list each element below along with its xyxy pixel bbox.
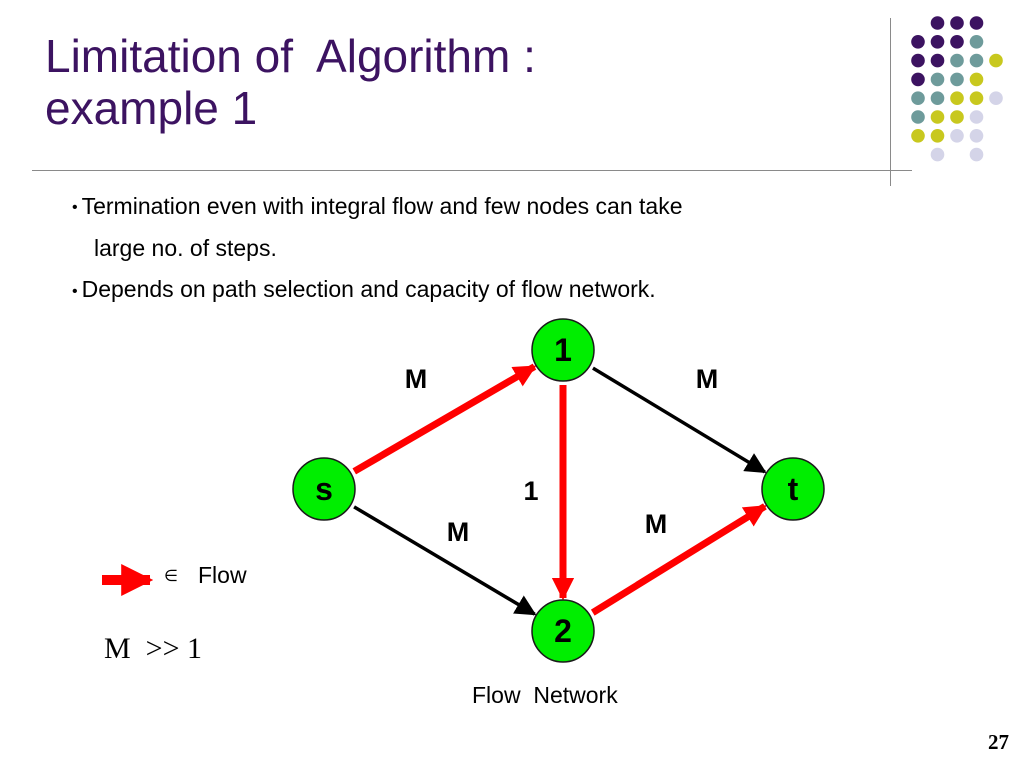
decorative-dot bbox=[989, 91, 1003, 105]
decorative-dot bbox=[950, 35, 964, 49]
decorative-dot-grid bbox=[911, 16, 1003, 162]
title-line-2: example 1 bbox=[45, 82, 258, 134]
decorative-dot bbox=[911, 53, 925, 68]
decorative-dot bbox=[989, 53, 1003, 68]
edge-capacity-label: M bbox=[696, 364, 719, 394]
diagram-caption: Flow Network bbox=[472, 682, 618, 708]
decorative-dot bbox=[950, 129, 964, 143]
decorative-dot bbox=[950, 91, 964, 105]
bullet-text: Termination even with integral flow and … bbox=[81, 193, 683, 219]
edge-s-n1-flow bbox=[352, 363, 537, 475]
node-s: s bbox=[292, 457, 356, 521]
node-t: t bbox=[761, 457, 825, 521]
edge-capacity-label: M bbox=[405, 364, 428, 394]
decorative-dot bbox=[911, 110, 925, 124]
bullet-text: Depends on path selection and capacity o… bbox=[81, 276, 656, 303]
decorative-dot bbox=[911, 35, 925, 49]
decorative-dot bbox=[969, 129, 984, 143]
relation-text: M >> 1 bbox=[104, 632, 203, 665]
decorative-dot bbox=[969, 110, 984, 124]
decorative-dot bbox=[969, 147, 984, 162]
decorative-dot bbox=[969, 16, 984, 30]
decorative-dot bbox=[911, 72, 925, 87]
legend-symbol: ∈ bbox=[164, 566, 178, 585]
edge-n2-t-flow bbox=[590, 503, 767, 616]
edge-s-n2 bbox=[353, 505, 537, 616]
bullet-marker: • bbox=[72, 282, 78, 300]
decorative-dot bbox=[969, 72, 984, 87]
decorative-dot bbox=[950, 16, 964, 30]
node-label: 1 bbox=[554, 332, 572, 368]
node-label: t bbox=[788, 471, 799, 507]
decorative-dot bbox=[930, 16, 945, 30]
title-line-1: Limitation of Algorithm : bbox=[45, 30, 536, 82]
decorative-dot bbox=[930, 72, 945, 87]
edge-n1-t bbox=[592, 366, 767, 474]
page-number: 27 bbox=[988, 730, 1009, 754]
decorative-dot bbox=[911, 91, 925, 105]
node-1: 1 bbox=[531, 318, 595, 382]
decorative-dot bbox=[930, 53, 945, 68]
decorative-dot bbox=[930, 147, 945, 162]
edge-capacity-label: 1 bbox=[523, 476, 538, 506]
edge-capacity-label: M bbox=[645, 509, 668, 539]
legend-label: Flow bbox=[198, 562, 247, 588]
slide-title: Limitation of Algorithm : example 1 bbox=[45, 30, 865, 134]
title-divider-vertical bbox=[890, 18, 891, 186]
title-divider-horizontal bbox=[32, 170, 912, 171]
decorative-dot bbox=[930, 110, 945, 124]
bullet-item: •Depends on path selection and capacity … bbox=[72, 269, 872, 311]
node-label: s bbox=[315, 471, 333, 507]
decorative-dot bbox=[911, 129, 925, 143]
node-2: 2 bbox=[531, 599, 595, 663]
bullet-marker: • bbox=[72, 199, 78, 217]
decorative-dot bbox=[930, 91, 945, 105]
decorative-dot bbox=[950, 72, 964, 87]
decorative-dot bbox=[950, 110, 964, 124]
decorative-dot bbox=[969, 53, 984, 68]
decorative-dot bbox=[969, 35, 984, 49]
bullet-item: •Termination even with integral flow and… bbox=[72, 186, 872, 269]
bullet-list: •Termination even with integral flow and… bbox=[72, 186, 872, 312]
edge-capacity-label: M bbox=[447, 517, 470, 547]
node-label: 2 bbox=[554, 613, 572, 649]
decorative-dot bbox=[930, 129, 945, 143]
decorative-dot bbox=[950, 53, 964, 68]
bullet-continuation: large no. of steps. bbox=[94, 235, 277, 262]
decorative-dot bbox=[969, 91, 984, 105]
decorative-dot bbox=[930, 35, 945, 49]
